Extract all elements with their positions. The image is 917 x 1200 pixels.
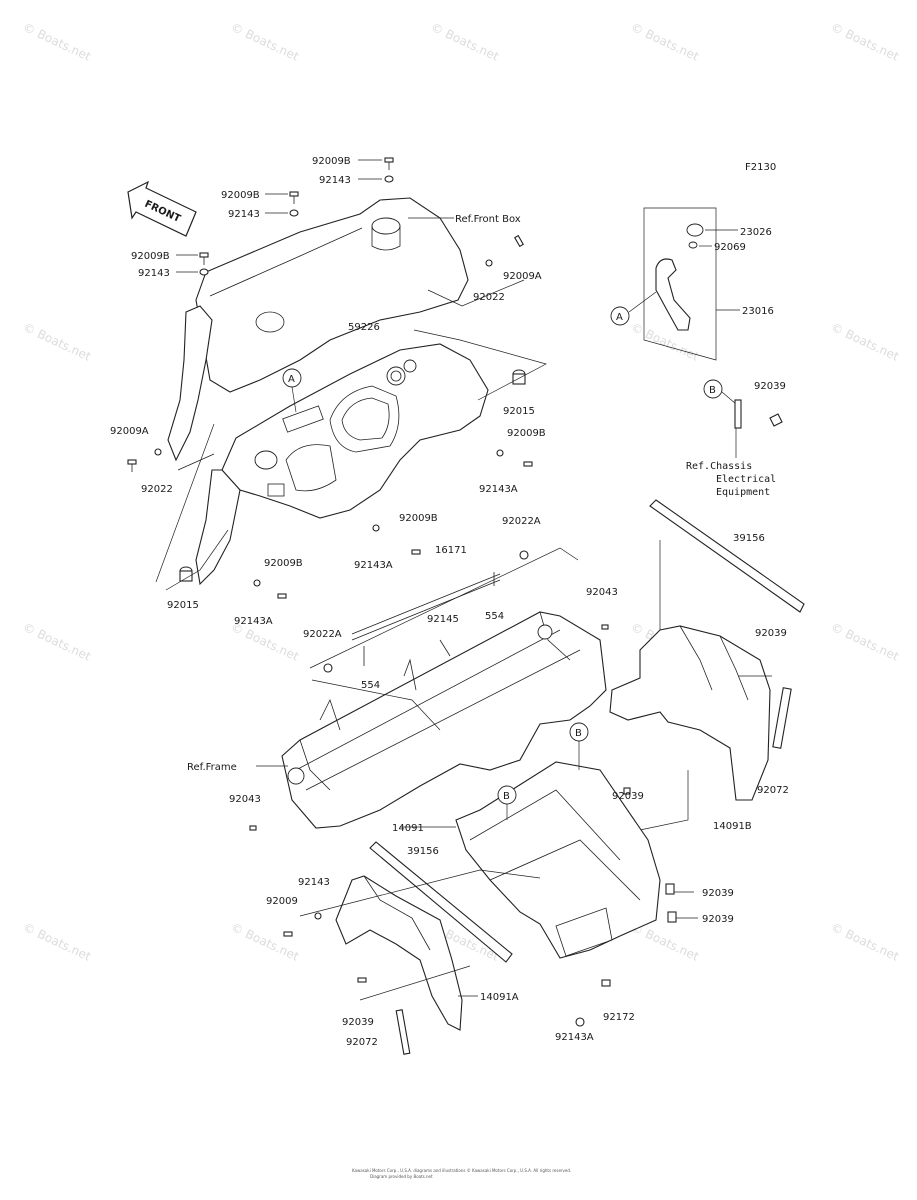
part-label: 92143A [479,484,518,495]
part-label: 92039 [755,628,787,639]
upper-dash-panel-drawing [155,197,547,591]
watermark: © Boats.net [21,620,94,664]
front-arrow-icon: FRONT [127,180,197,237]
part-label: 92009A [110,426,149,437]
part-label: 92015 [167,600,199,611]
frame-assembly-drawing: B B A [281,368,805,959]
part-label: 92039 [702,914,734,925]
watermark: © Boats.net [21,20,94,64]
callout-b-tray: B [503,791,510,802]
part-label: 39156 [407,846,439,857]
watermark: © Boats.net [21,920,94,964]
part-label: 92039 [612,791,644,802]
hardware-symbols-lower [249,550,677,1027]
callout-b-frame: B [575,728,582,739]
part-label: 92015 [503,406,535,417]
part-label: 92009A [503,271,542,282]
callout-b-inset: B [709,385,716,396]
part-label: 92022 [473,292,505,303]
part-label: 92009B [264,558,303,569]
inset-23016-drawing: A [610,207,717,361]
footer-copyright: Kawasaki Motors Corp., U.S.A. diagrams a… [352,1168,571,1173]
callout-a-inset: A [616,312,623,323]
part-label: 92143 [298,877,330,888]
part-label: 23026 [740,227,772,238]
part-label: 92145 [427,614,459,625]
part-label: 92022 [141,484,173,495]
footer-source: Diagram provided by Boats.net [370,1174,433,1179]
part-label: 92009B [221,190,260,201]
part-label: 92143A [555,1032,594,1043]
part-label: 14091 [392,823,424,834]
part-label: 14091B [713,821,752,832]
part-label: 92009 [266,896,298,907]
ref-chassis-line1: Ref.Chassis [686,461,752,472]
watermark: © Boats.net [629,320,702,364]
ref-chassis-line2: Electrical [716,474,776,485]
watermark: © Boats.net [829,20,902,64]
part-label: 92143 [319,175,351,186]
hardware-symbols-upper [127,157,533,599]
part-label: 92143A [354,560,393,571]
watermark: © Boats.net [429,20,502,64]
part-label: 92039 [754,381,786,392]
part-label: 92009B [507,428,546,439]
callout-a-dash: A [288,374,295,385]
part-label: 92143 [138,268,170,279]
part-label: 92009B [131,251,170,262]
part-label: 554 [485,611,504,622]
watermark: © Boats.net [229,920,302,964]
watermark: © Boats.net [629,20,702,64]
part-label: 92039 [702,888,734,899]
watermark: © Boats.net [229,20,302,64]
watermark: © Boats.net [21,320,94,364]
part-label: 92069 [714,242,746,253]
lower-left-deflector-drawing [299,841,541,1055]
part-label: 92143 [228,209,260,220]
part-label: 92022A [502,516,541,527]
part-label: 92072 [346,1037,378,1048]
part-label: 23016 [742,306,774,317]
part-label: 92043 [586,587,618,598]
ref-frame: Ref.Frame [187,762,237,773]
part-label: 92009B [312,156,351,167]
part-label: 16171 [435,545,467,556]
part-label: 59226 [348,322,380,333]
part-label: 92022A [303,629,342,640]
footer: Kawasaki Motors Corp., U.S.A. diagrams a… [352,1168,571,1179]
part-label: 92143A [234,616,273,627]
ref-front-box: Ref.Front Box [455,214,521,225]
watermark: © Boats.net [829,920,902,964]
part-label: 14091A [480,992,519,1003]
part-label: 92009B [399,513,438,524]
part-label: 92072 [757,785,789,796]
ref-chassis-line3: Equipment [716,487,770,498]
part-number-labels: 92009B 92143 92009B 92143 92009B 92143 R… [110,156,789,1048]
figure-code: F2130 [745,162,776,173]
part-label: 554 [361,680,380,691]
inset-chassis-ref-drawing: B [703,379,783,458]
watermark: © Boats.net [829,620,902,664]
part-label: 92172 [603,1012,635,1023]
part-label: 92039 [342,1017,374,1028]
leader-lines [176,159,772,997]
part-label: 39156 [733,533,765,544]
watermark: © Boats.net [829,320,902,364]
part-label: 92043 [229,794,261,805]
